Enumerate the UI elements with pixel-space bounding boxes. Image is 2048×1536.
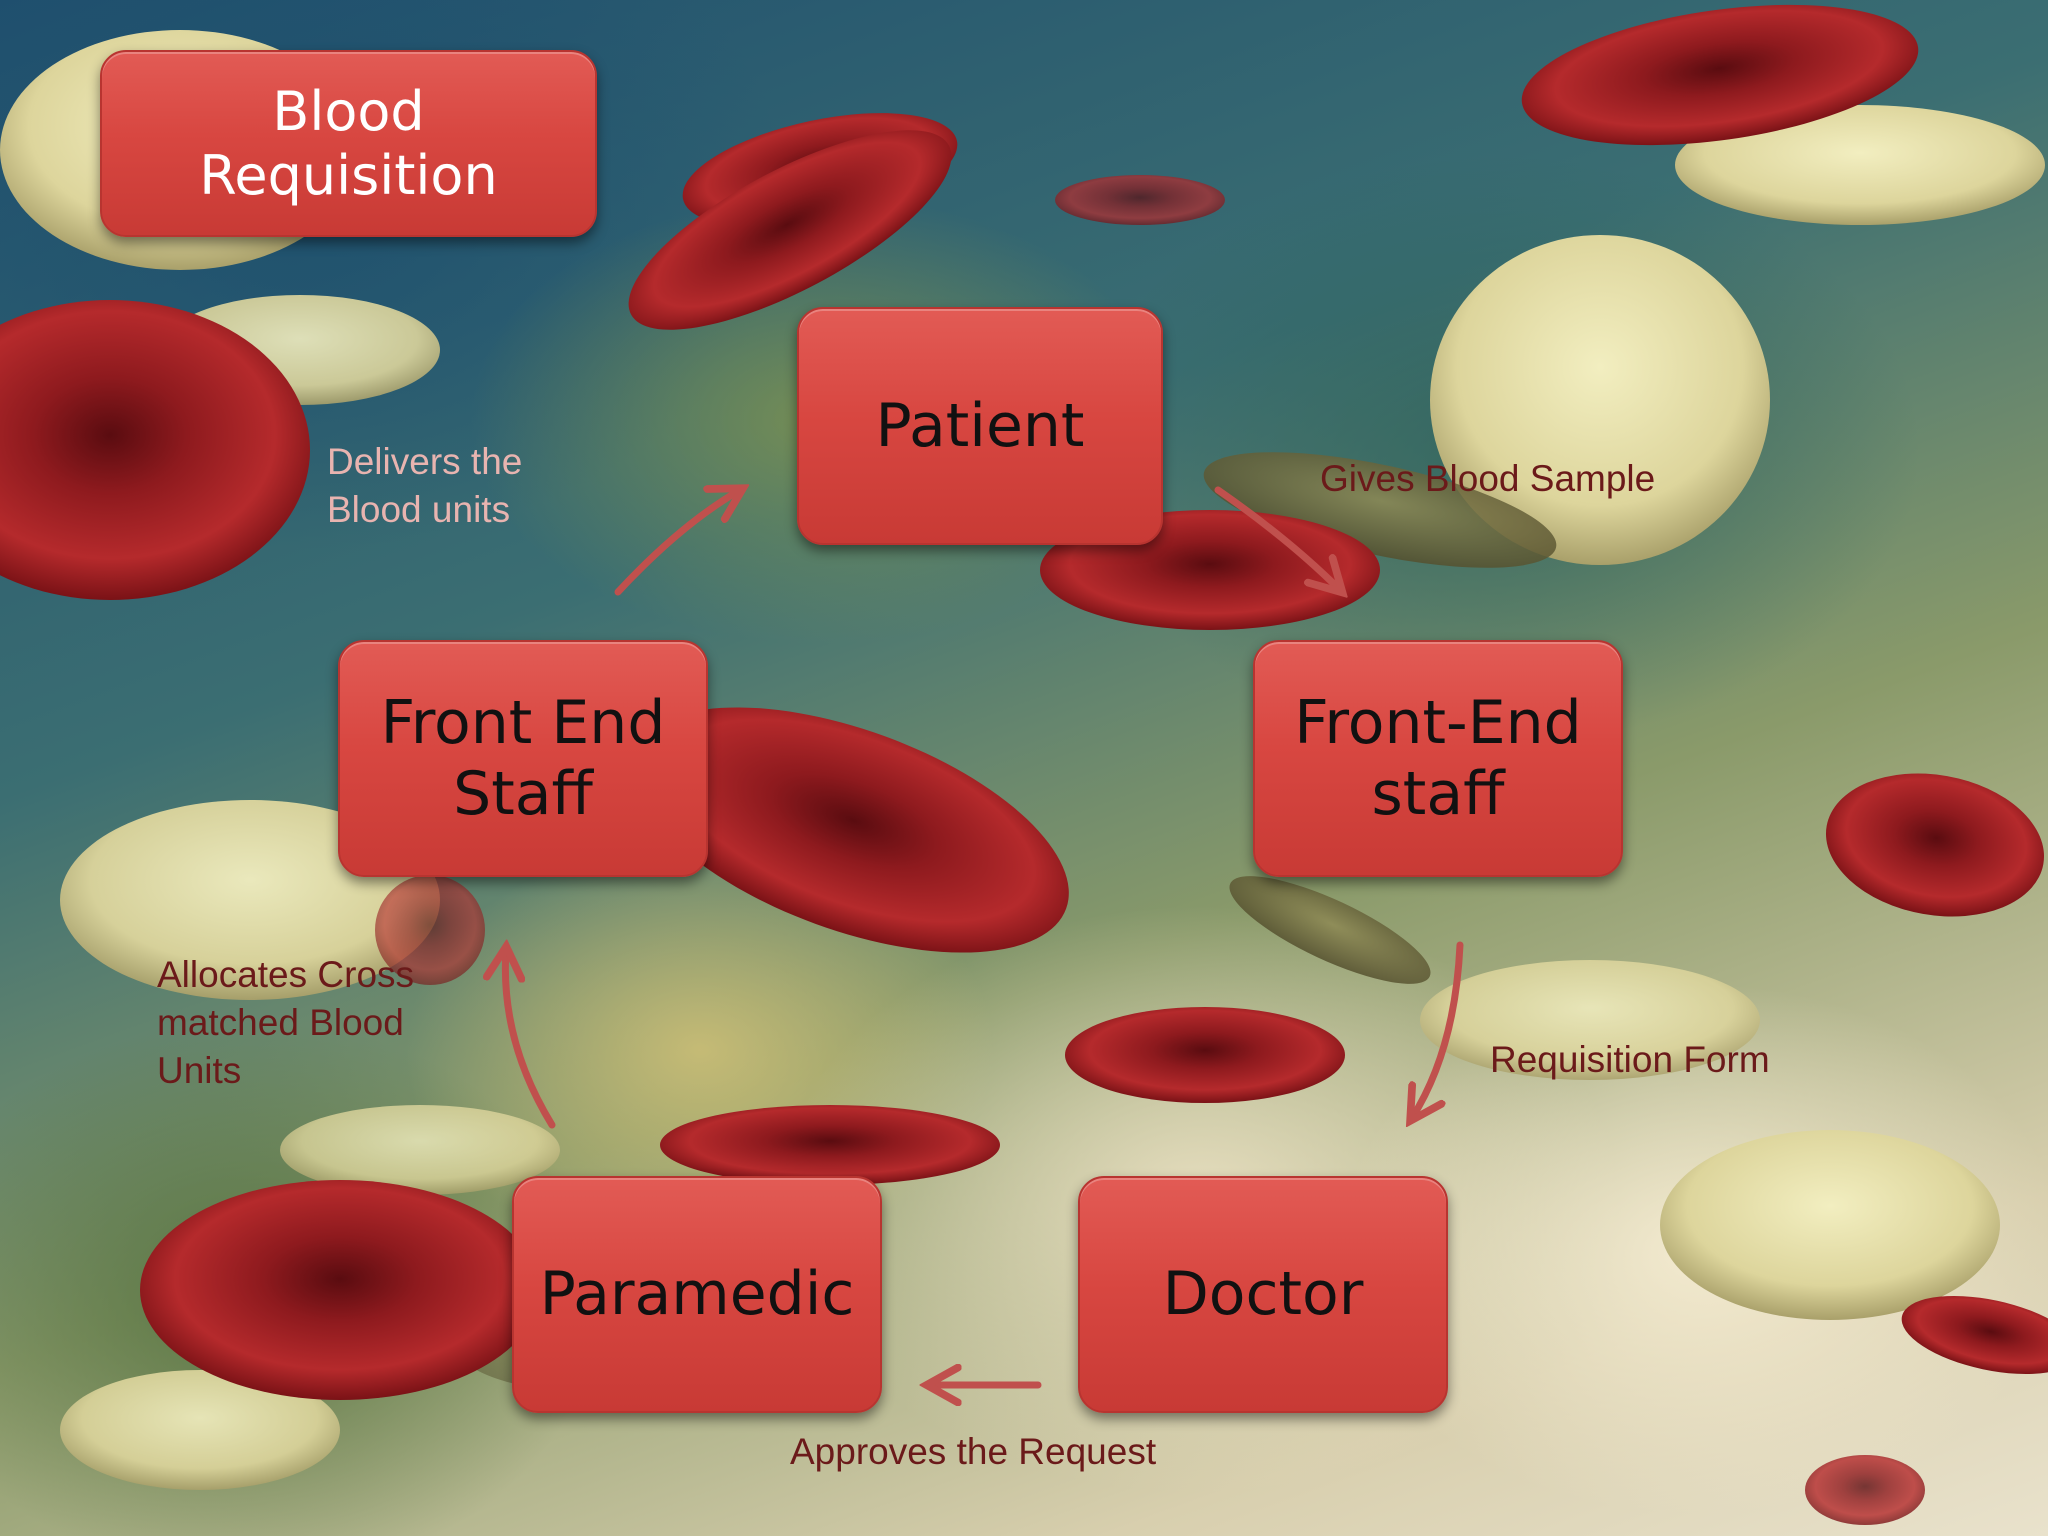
node-front-end-staff-left: Front End Staff [338,640,708,877]
diagram-title: Blood Requisition [100,50,597,237]
arrow-front-end-staff-to-doctor [1412,941,1464,1118]
node-patient-label: Patient [875,390,1085,461]
edge-label-requisition-form: Requisition Form [1490,1039,1770,1080]
node-doctor: Doctor [1078,1176,1448,1413]
node-paramedic-label: Paramedic [539,1259,855,1330]
node-doctor-label: Doctor [1162,1259,1364,1330]
edge-label-gives-blood-sample: Gives Blood Sample [1320,458,1656,499]
arrow-paramedic-to-front-end-staff-left [505,950,556,1129]
node-patient: Patient [797,307,1163,545]
edge-label-approves-request: Approves the Request [790,1431,1157,1472]
node-front-end-staff-right-label: Front-End staff [1294,687,1582,829]
node-front-end-staff-right: Front-End staff [1253,640,1623,877]
edge-label-allocates-units: Allocates Cross matched Blood Units [157,954,415,1092]
edge-label-delivers-units: Delivers the Blood units [327,441,523,531]
node-paramedic: Paramedic [512,1176,882,1413]
diagram-title-text: Blood Requisition [199,79,498,207]
arrow-patient-to-front-end-staff-right [1214,486,1340,590]
node-front-end-staff-left-label: Front End Staff [380,687,666,829]
arrow-front-end-staff-to-patient [614,490,740,596]
